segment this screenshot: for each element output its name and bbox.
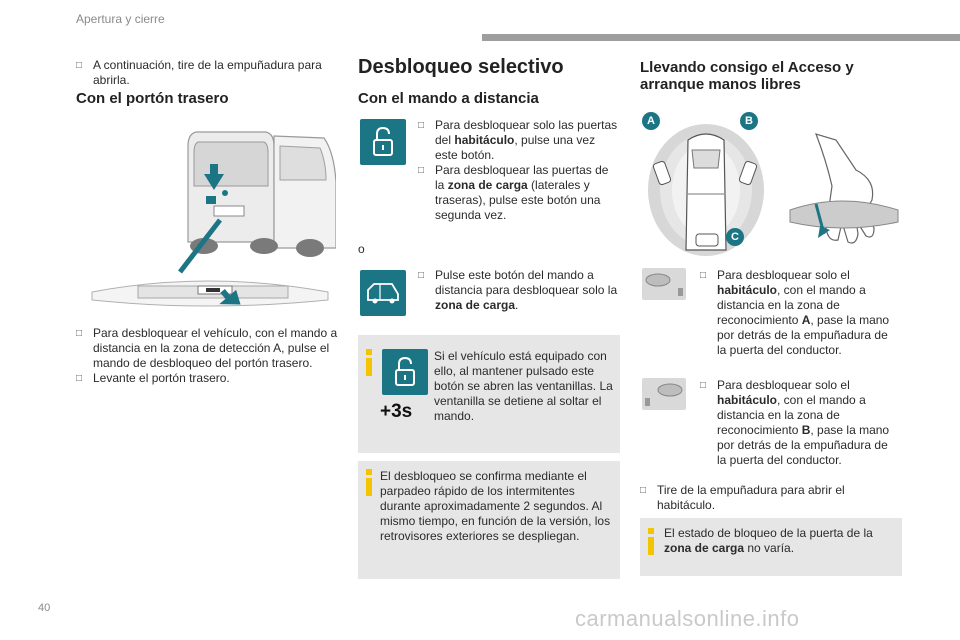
detection-zones-illustration: A B C [642, 110, 766, 260]
list-item: □Para desbloquear solo las puertas del h… [418, 118, 618, 162]
info-icon [366, 469, 372, 496]
title-manos-libres: Llevando consigo el Acceso y arranque ma… [640, 59, 854, 93]
list-item: □Para desbloquear solo el habitáculo, co… [700, 268, 890, 357]
cargo-step: □Pulse este botón del mando a distancia … [418, 268, 618, 313]
bullet-marker: □ [418, 165, 425, 176]
hand-svg [789, 133, 899, 244]
list-item: □Para desbloquear solo el habitáculo, co… [700, 378, 890, 467]
hand-handle-illustration [786, 130, 902, 250]
info-icon [648, 528, 654, 555]
info-confirm-text: El desbloqueo se confirma mediante el pa… [380, 469, 611, 543]
section-title: Apertura y cierre [76, 12, 165, 26]
or-text: o [358, 242, 365, 256]
info-windows-text: Si el vehículo está equipado con ello, a… [434, 349, 613, 423]
info-box-confirm: El desbloqueo se confirma mediante el pa… [358, 461, 620, 579]
zone-label-c: C [726, 228, 744, 246]
unlock-icon [382, 349, 428, 395]
bullet-marker: □ [418, 270, 425, 281]
car-zones-svg [648, 124, 764, 256]
list-item: □Levante el portón trasero. [76, 371, 230, 385]
porton-steps: □Para desbloquear el vehículo, con el ma… [76, 326, 338, 386]
bullet-marker: □ [76, 60, 83, 71]
van-rear-svg [88, 122, 337, 318]
intro-step: □A continuación, tire de la empuñadura p… [76, 58, 322, 87]
handle-zone-b-icon [642, 378, 686, 410]
page-number: 40 [38, 602, 51, 614]
info-box-windows: +3s Si el vehículo está equipado con ell… [358, 335, 620, 453]
zone-a-step: □Para desbloquear solo el habitáculo, co… [700, 268, 900, 358]
bullet-marker: □ [418, 120, 425, 131]
list-item: □Para desbloquear las puertas de la zona… [418, 163, 609, 222]
zone-label-a: A [642, 112, 660, 130]
subtitle-mando: Con el mando a distancia [358, 90, 539, 107]
bullet-marker: □ [76, 328, 83, 339]
watermark: carmanualsonline.info [575, 606, 800, 631]
info-icon [366, 349, 372, 376]
list-item: □Tire de la empuñadura para abrir el hab… [640, 483, 845, 512]
title-desbloqueo: Desbloqueo selectivo [358, 56, 564, 78]
open-step: □Tire de la empuñadura para abrir el hab… [640, 483, 902, 513]
bullet-marker: □ [640, 485, 647, 496]
bullet-marker: □ [76, 373, 83, 384]
heading-porton: Con el portón trasero [76, 90, 229, 107]
plus-3s-label: +3s [380, 401, 413, 422]
handle-zone-a-icon [642, 268, 686, 300]
info-box-cargo: El estado de bloqueo de la puerta de la … [640, 518, 902, 576]
header-bar [482, 34, 960, 41]
unlock-icon [360, 119, 406, 165]
list-item: □Para desbloquear el vehículo, con el ma… [76, 326, 338, 370]
list-item: □Pulse este botón del mando a distancia … [418, 268, 618, 312]
van-unlock-icon [360, 270, 406, 316]
zone-b-step: □Para desbloquear solo el habitáculo, co… [700, 378, 900, 468]
bullet-marker: □ [700, 270, 707, 281]
info-cargo-text: El estado de bloqueo de la puerta de la … [664, 526, 873, 555]
remote-steps: □Para desbloquear solo las puertas del h… [418, 118, 618, 223]
zone-label-b: B [740, 112, 758, 130]
bullet-marker: □ [700, 380, 707, 391]
rear-door-illustration [88, 122, 337, 318]
